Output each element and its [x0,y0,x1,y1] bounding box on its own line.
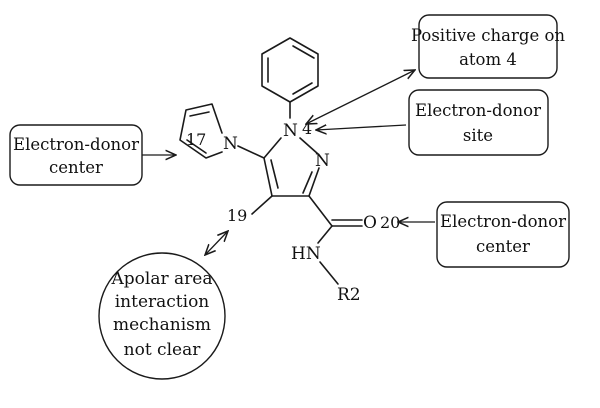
atom-n2: N [315,151,330,171]
pyrrole-double-bond [186,139,207,154]
callout-donor-center-left: Electron-donor center [9,124,143,186]
atom-r2: R2 [337,285,361,305]
atom-amide-nh: HN [291,244,321,264]
c4-c19-bond [251,195,273,215]
donor-center-right-line1: Electron-donor [440,212,566,231]
pyrrole-ring [179,103,223,159]
phenyl-double-bond [292,45,315,59]
c5-pyrrole-bond [237,145,265,159]
donor-site-line2: site [463,126,493,145]
molecule-structure [179,37,363,285]
c4-c5-bond [263,157,273,197]
donor-center-left-line1: Electron-donor [13,135,139,154]
donor-center-right-line2: center [476,237,530,256]
phenyl-ring [261,37,319,103]
carbonyl-nh-bond [317,225,333,244]
phenyl-double-bond [292,82,313,95]
n1-n2-bond [299,137,319,155]
arrow-donor-site [316,125,407,130]
atom-oxygen: O [363,213,377,233]
label-atom-4: 4 [302,119,312,138]
label-atom-17: 17 [186,130,206,149]
apolar-line3: mechanism [113,315,211,335]
callout-donor-center-right: Electron-donor center [436,201,570,268]
pyrrole-double-bond [189,111,210,117]
apolar-line4: not clear [124,340,202,360]
n2-c3-double-bond [302,171,313,194]
c5-n1-bond [263,137,282,159]
label-atom-19: 19 [227,206,247,225]
atom-pyrrole-n: N [223,134,238,154]
positive-charge-line1: Positive charge on [411,26,565,45]
atom-n1: N [283,121,298,141]
nh-r2-bond [319,261,339,285]
callout-donor-site: Electron-donor site [408,89,549,156]
callout-positive-charge: Positive charge on atom 4 [411,14,565,79]
callout-apolar-area: Apolar area interaction mechanism not cl… [98,252,226,380]
atom-labels: N N N O HN R2 4 17 19 20 [186,119,400,305]
positive-charge-line2: atom 4 [459,50,517,69]
label-atom-20: 20 [380,213,400,232]
apolar-line1: Apolar area [111,269,213,289]
arrows [142,70,435,255]
n2-c3-bond [308,167,320,197]
c4-c5-double-bond [270,159,279,189]
donor-site-line1: Electron-donor [415,101,541,120]
apolar-line2: interaction [115,292,210,312]
arrow-positive-charge [306,70,415,124]
arrow-apolar-area [205,231,228,255]
c3-carbonyl-bond [308,195,333,227]
donor-center-left-line2: center [49,158,103,177]
